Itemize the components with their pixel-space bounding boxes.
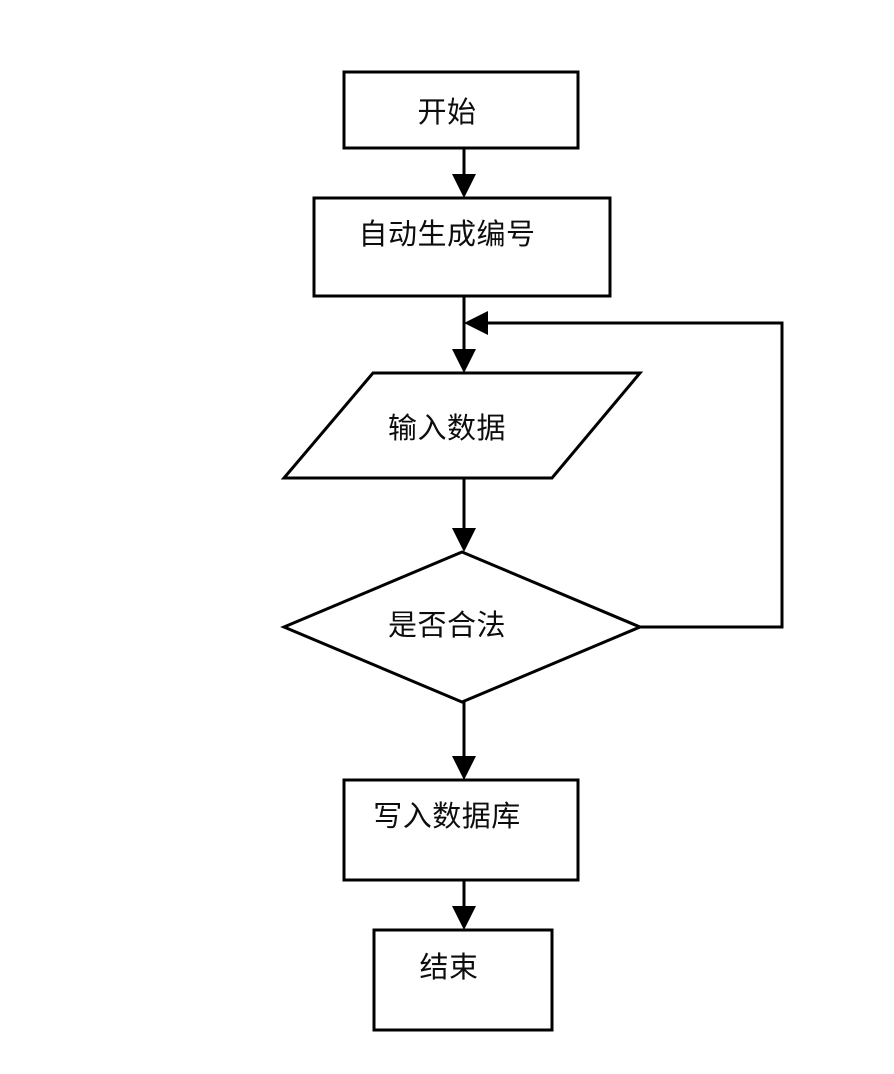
node-start-label: 开始 <box>417 95 477 129</box>
node-start-shape[interactable] <box>342 70 580 150</box>
node-write-database-label: 写入数据库 <box>373 799 521 833</box>
node-end-label: 结束 <box>419 950 479 984</box>
node-write-database-shape[interactable] <box>342 778 580 882</box>
node-is-valid-label: 是否合法 <box>387 608 506 642</box>
node-input-data-label: 输入数据 <box>387 411 506 445</box>
connector-write-database-to-end <box>452 880 476 930</box>
connector-is-valid-to-write-database <box>452 702 476 780</box>
connector-auto-number-to-input-data <box>452 296 476 373</box>
connector-start-to-auto-number <box>452 148 476 198</box>
node-input-data-shape[interactable] <box>280 371 644 480</box>
node-auto-number-shape[interactable] <box>312 196 612 298</box>
node-auto-number-label: 自动生成编号 <box>358 217 536 251</box>
node-is-valid-shape[interactable] <box>280 550 644 704</box>
connector-is-valid-loopback-to-input-data <box>464 311 784 629</box>
connector-input-data-to-is-valid <box>452 478 476 552</box>
node-end-shape[interactable] <box>372 928 554 1032</box>
